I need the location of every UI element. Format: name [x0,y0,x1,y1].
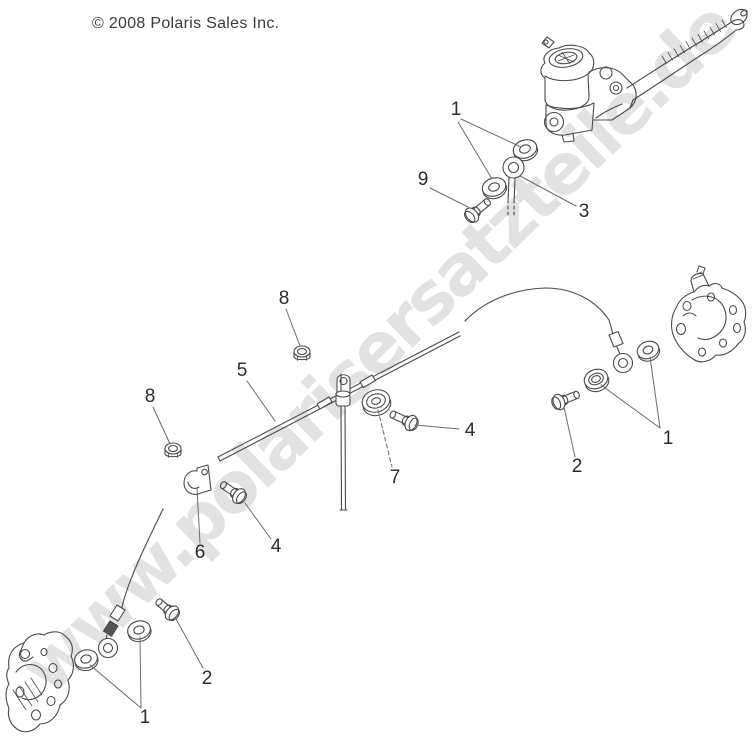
leader-lines [89,118,661,709]
brake-hose-right-drawing [464,287,634,374]
bolt-4-left-drawing [219,481,247,505]
bolt-9-drawing [463,198,491,224]
clamp-drawing [183,464,212,495]
nut-8-left-drawing [164,442,182,458]
brake-caliper-left-drawing [5,631,74,733]
callout-number: 7 [389,467,401,488]
bottom-washers-and-bolt-drawing [74,598,181,672]
callout-number: 2 [571,456,583,477]
bolt-4-right-drawing [389,410,419,432]
nut-8-upper-drawing [293,345,311,361]
callout-number: 5 [236,360,248,381]
callout-number: 1 [450,99,462,120]
callout-number: 1 [139,707,151,728]
callout-number: 4 [270,536,282,557]
grommet-drawing [361,389,392,417]
right-washers-and-bolt-drawing [551,340,661,411]
brake-caliper-right-drawing [671,265,747,363]
callout-number: 8 [144,386,156,407]
callout-number: 1 [662,428,674,449]
brake-line-drawing [217,331,461,511]
master-cylinder-drawing [540,8,748,143]
upper-banjo-and-washers-drawing [481,139,539,217]
callout-number: 3 [578,201,590,222]
copyright-text: © 2008 Polaris Sales Inc. [92,15,280,32]
callout-number: 8 [278,288,290,309]
callout-number: 6 [194,542,206,563]
callout-number: 2 [201,668,213,689]
callout-number: 9 [417,169,429,190]
brake-hose-left-drawing [97,508,164,659]
callout-number: 4 [464,420,476,441]
